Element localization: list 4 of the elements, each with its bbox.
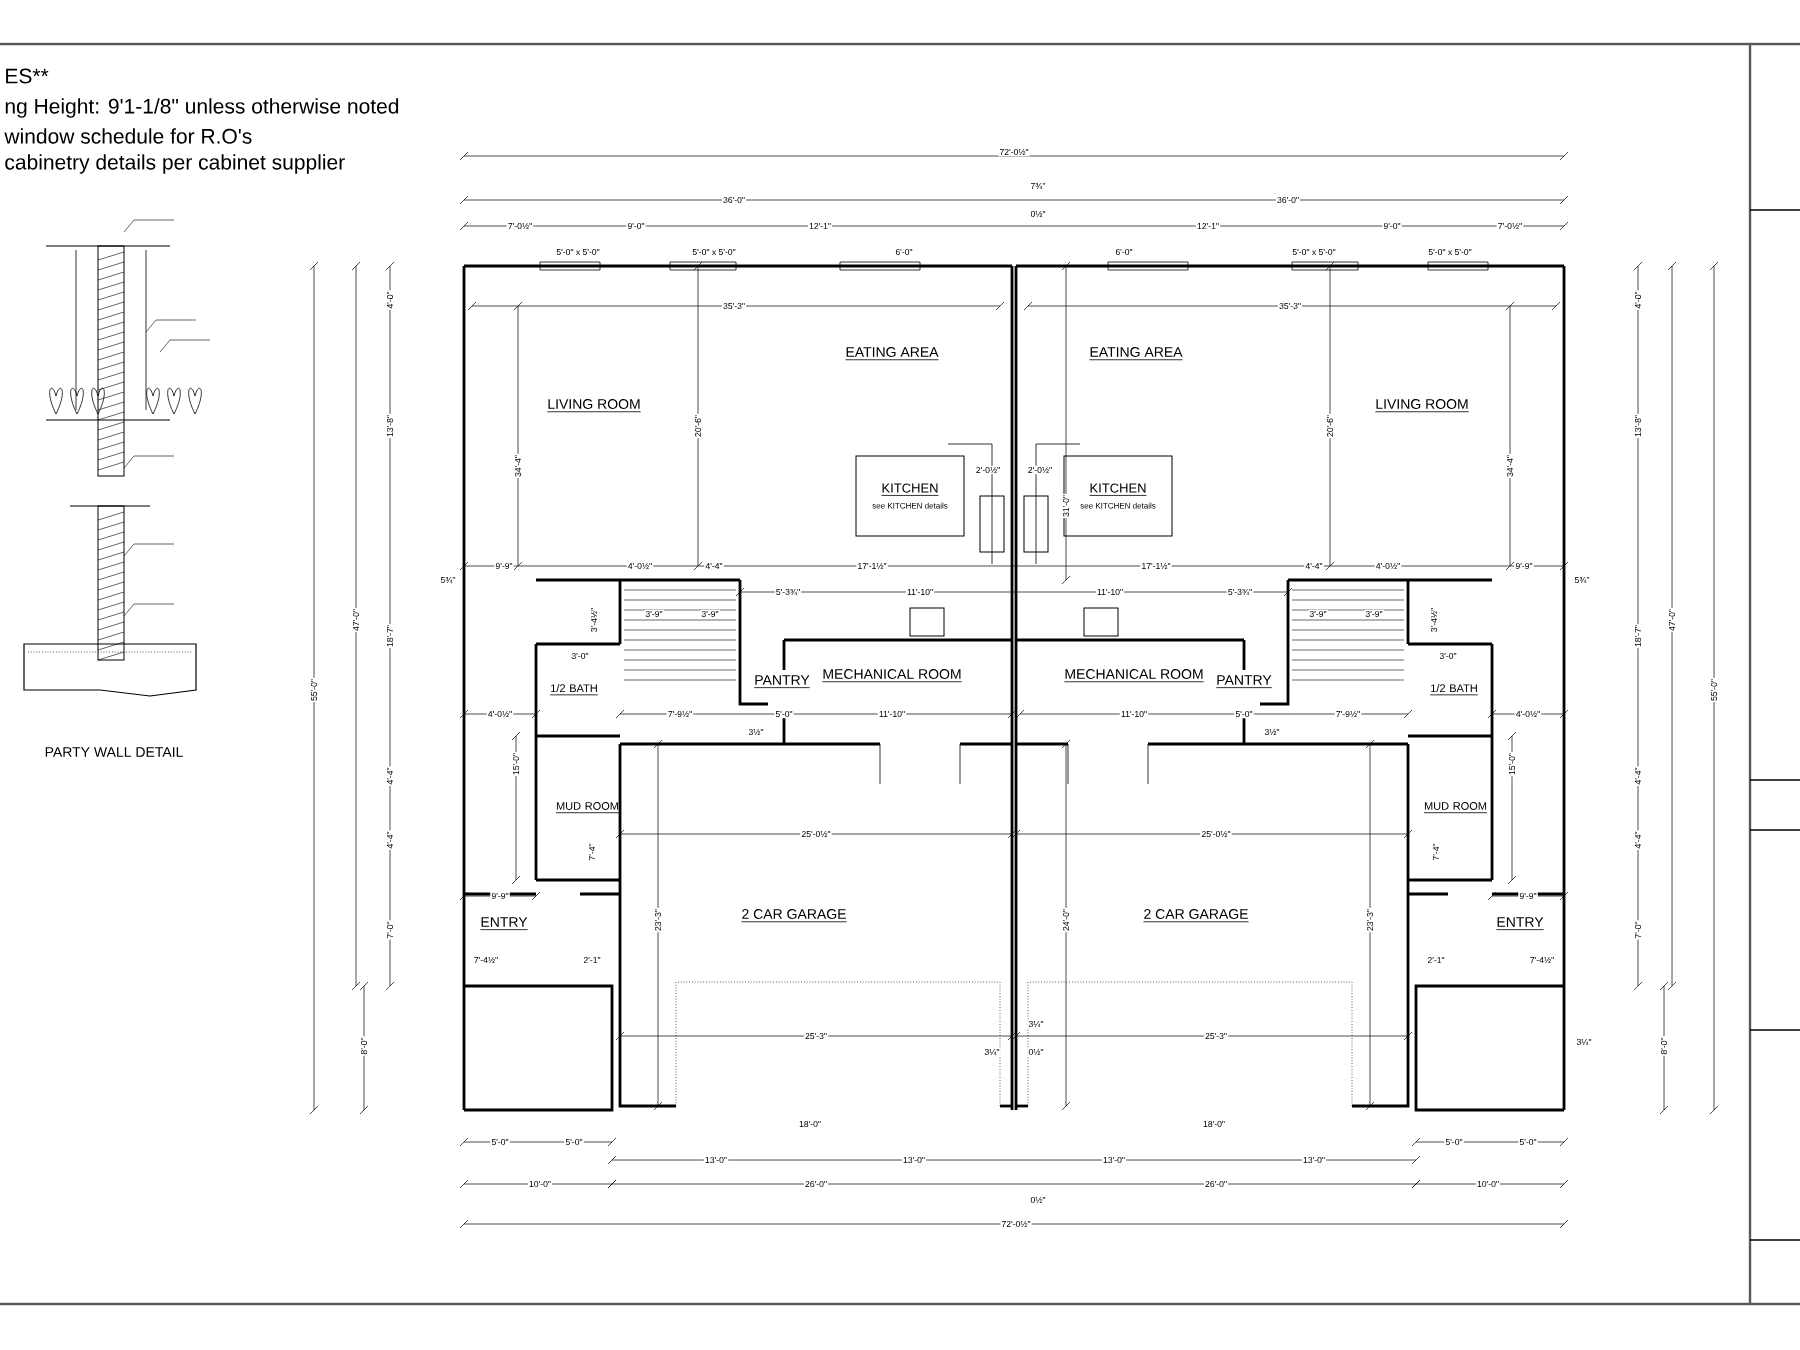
note-text: ES** bbox=[6, 68, 49, 84]
note-text: ng Height: 9'1-1/8" unless otherwise noted bbox=[5, 98, 399, 118]
note-text: cabinetry details per cabinet supplier bbox=[5, 154, 345, 174]
note-text: window schedule for R.O's bbox=[4, 128, 252, 144]
